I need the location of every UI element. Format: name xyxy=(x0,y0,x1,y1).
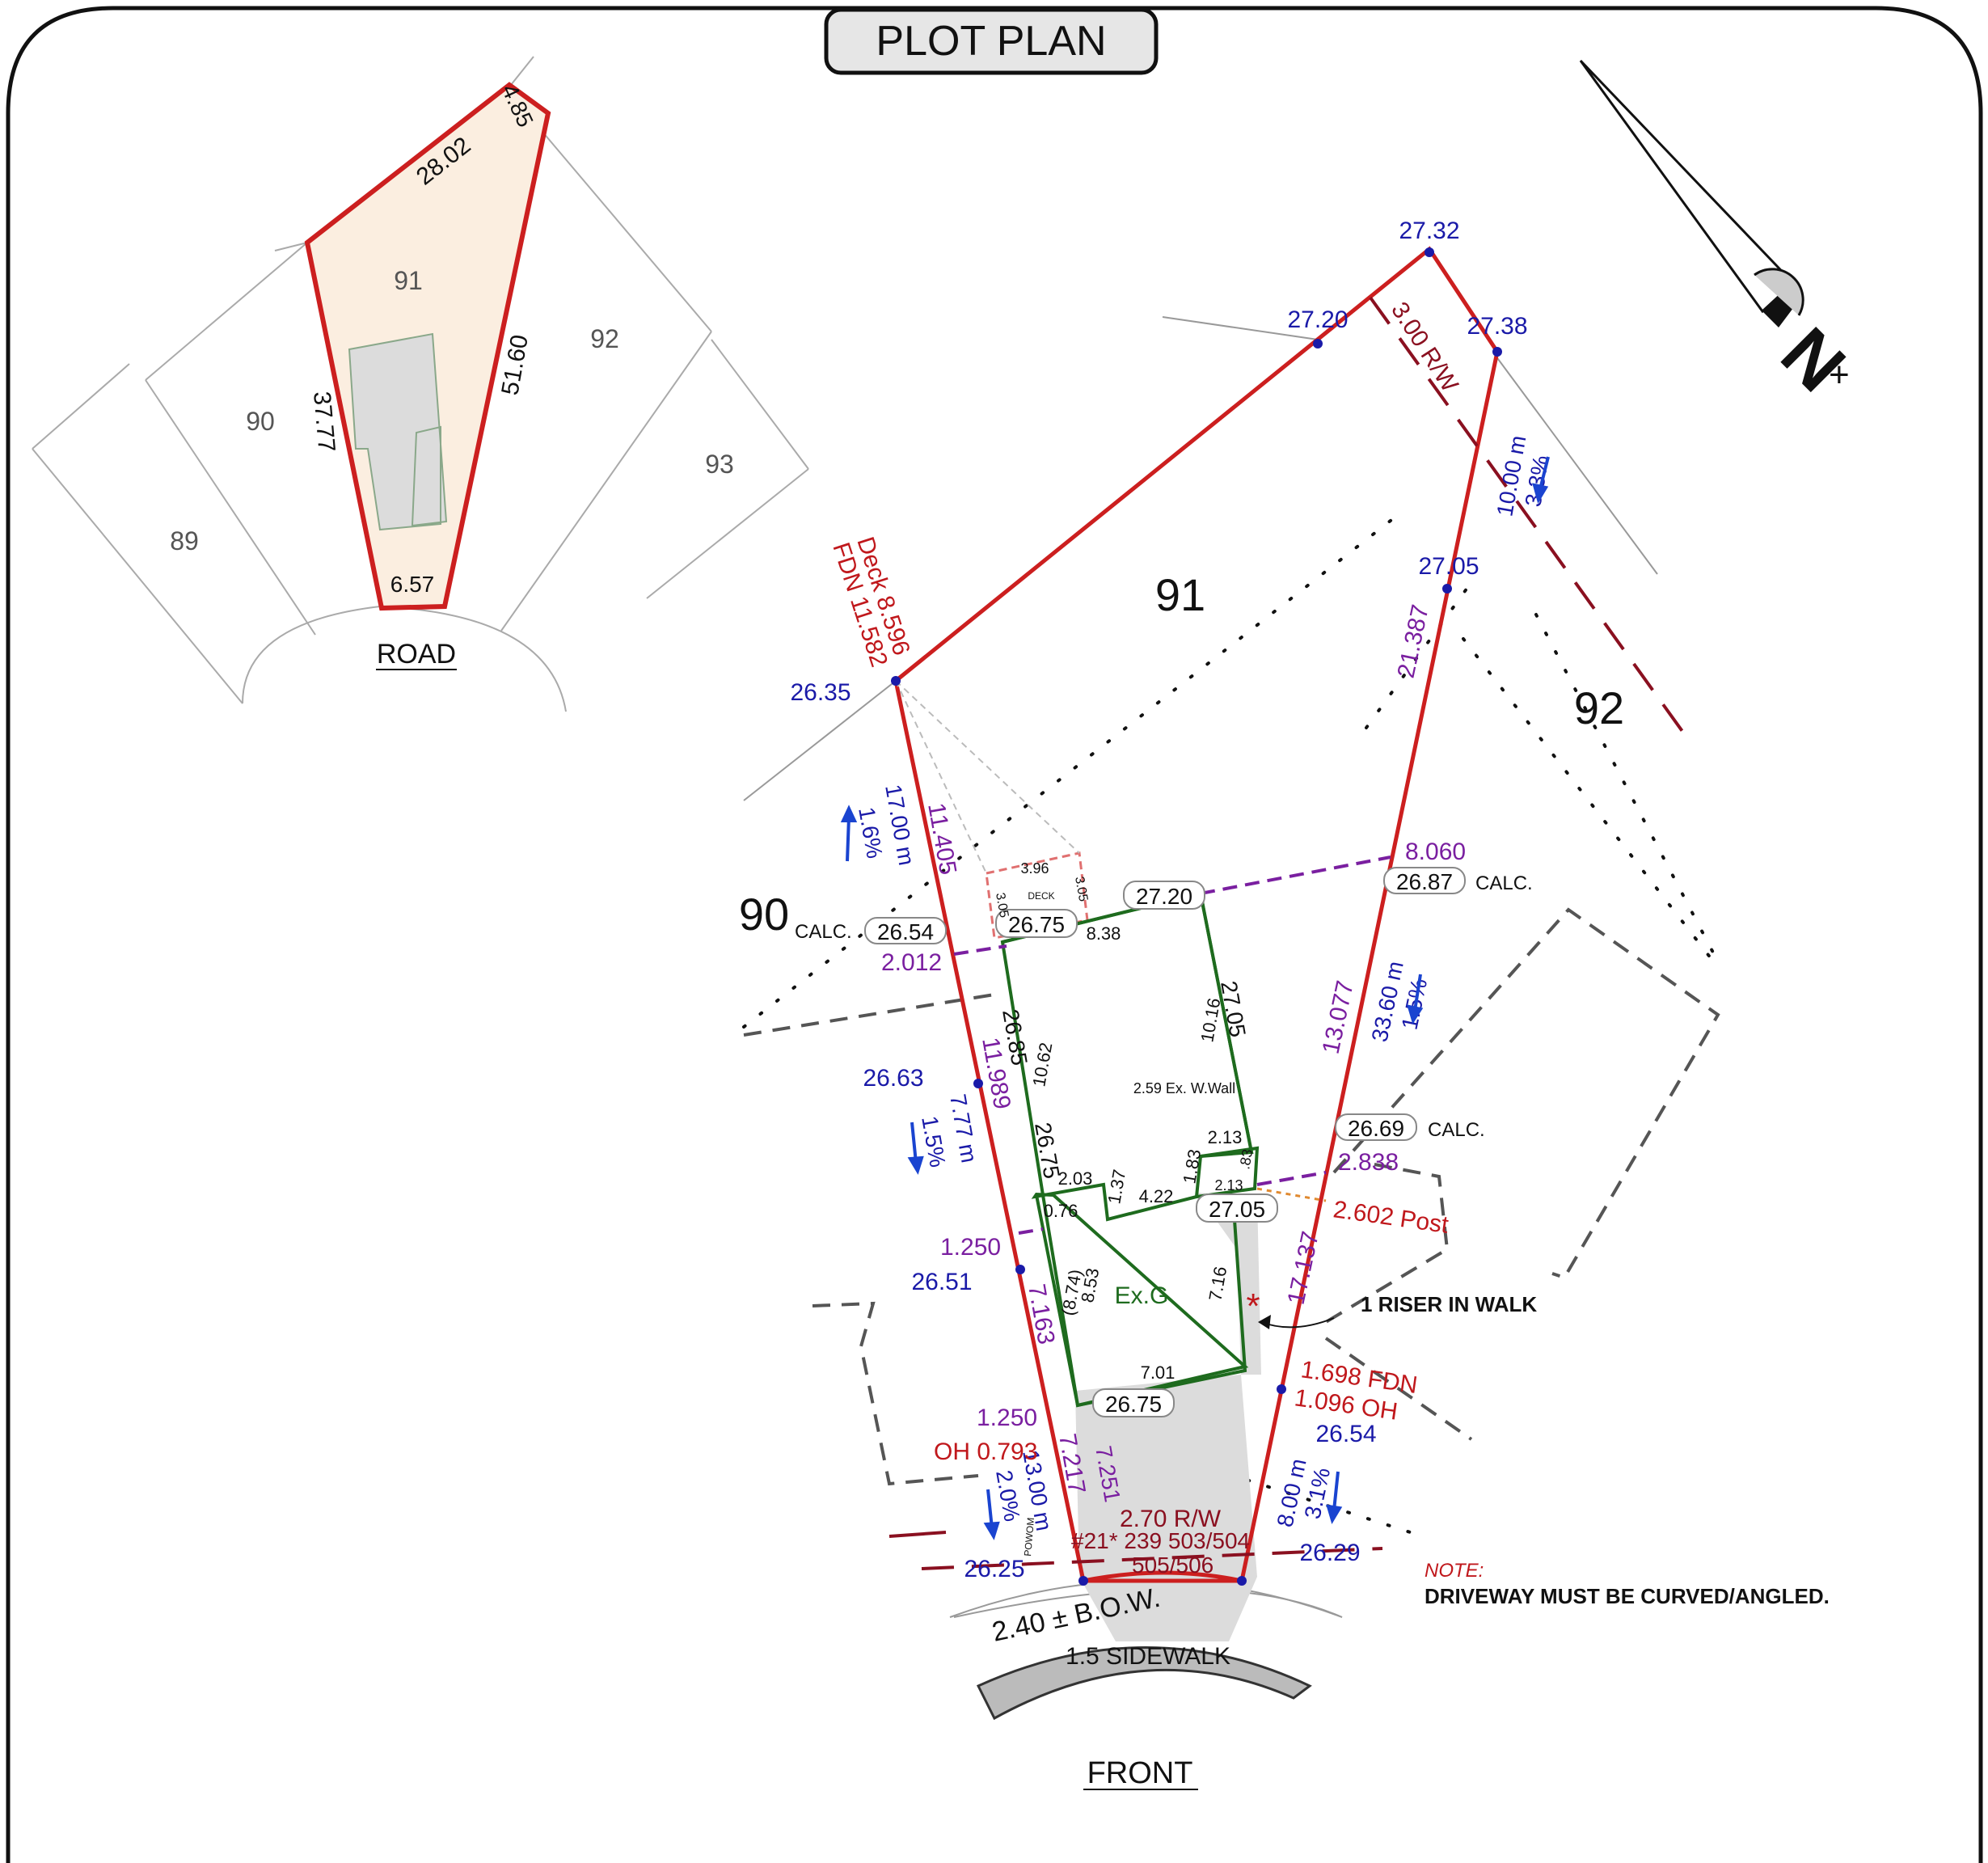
sidewalk xyxy=(976,1646,1312,1721)
walkway xyxy=(1197,1193,1261,1375)
key-map: 28.02 4.85 51.60 37.77 6.57 91 90 92 93 … xyxy=(32,56,809,712)
deck-elev: 26.75 xyxy=(1008,912,1065,937)
key-map-lot-93-label: 93 xyxy=(705,450,734,479)
dim-183: 1.83 xyxy=(1179,1147,1205,1185)
dim-1062: 10.62 xyxy=(1028,1041,1056,1088)
post-distance-note: 2.602 Post xyxy=(1332,1196,1450,1239)
dim-716: 7.16 xyxy=(1205,1265,1230,1303)
key-map-house xyxy=(348,332,448,531)
key-map-lot-89-label: 89 xyxy=(170,526,199,556)
riser-note: 1 RISER IN WALK xyxy=(1361,1292,1537,1316)
elev-2720: 27.20 xyxy=(1287,306,1348,333)
elev-2663: 26.63 xyxy=(863,1065,923,1092)
lot-91-label: 91 xyxy=(1155,569,1205,620)
dim-701: 7.01 xyxy=(1141,1362,1175,1383)
dim-838: 8.38 xyxy=(1087,923,1121,944)
calc-label-right-top: CALC. xyxy=(1475,872,1533,894)
calc-label-right-mid: CALC. xyxy=(1428,1119,1485,1141)
key-map-road-label: ROAD xyxy=(377,639,456,670)
calc-elev-2669: 26.69 xyxy=(1348,1116,1404,1141)
note-title: NOTE: xyxy=(1425,1560,1484,1582)
calc-elev-2654: 26.54 xyxy=(877,919,934,944)
garage-label: Ex.G xyxy=(1115,1282,1169,1309)
setback-1250a: 1.250 xyxy=(940,1234,1001,1261)
deck-dim-396: 3.96 xyxy=(1020,860,1049,877)
key-map-dim-3777: 37.77 xyxy=(308,391,340,454)
dim-083: .83 xyxy=(1236,1148,1256,1171)
setback-2012: 2.012 xyxy=(881,949,942,976)
setback-1250b: 1.250 xyxy=(977,1405,1037,1431)
north-arrow-icon: N + xyxy=(1579,59,1860,408)
slope-left-mid-len: 7.77 m xyxy=(945,1092,981,1165)
survey-points xyxy=(891,247,1502,1586)
deck-label: DECK xyxy=(1028,890,1054,902)
slope-left-bot-pct: 2.0% xyxy=(991,1468,1025,1523)
calc-elev-2687: 26.87 xyxy=(1396,869,1453,894)
lot-92-label: 92 xyxy=(1574,682,1624,733)
page-title: PLOT PLAN xyxy=(876,18,1106,65)
riser-mark-icon: * xyxy=(1246,1286,1260,1326)
setback-17137: 17.137 xyxy=(1283,1229,1324,1307)
key-map-lot-90-label: 90 xyxy=(246,407,275,436)
key-map-lot-91-label: 91 xyxy=(394,266,423,295)
oh-distance-note-2: OH 0.793 xyxy=(934,1438,1037,1465)
front-label: FRONT xyxy=(1087,1756,1193,1790)
dim-1016: 10.16 xyxy=(1197,996,1224,1044)
elev-2625: 26.25 xyxy=(964,1556,1024,1582)
lot-boundary xyxy=(893,246,1500,1583)
deck-dim-305b: 3.05 xyxy=(1072,876,1090,903)
elev-2732: 27.32 xyxy=(1399,218,1459,244)
garage-elev: 26.75 xyxy=(1105,1392,1162,1417)
sidewalk-label: 1.5 SIDEWALK xyxy=(1066,1643,1230,1670)
step-elev: 27.05 xyxy=(1209,1197,1265,1222)
dim-213b: 2.13 xyxy=(1214,1177,1243,1193)
dim-422: 4.22 xyxy=(1139,1186,1174,1206)
setback-8060: 8.060 xyxy=(1405,839,1466,865)
front-row-label: 2.70 R/W xyxy=(1120,1506,1222,1532)
calc-label-left: CALC. xyxy=(795,921,852,943)
rear-row-label: 3.00 R/W xyxy=(1386,298,1463,397)
wall-note: 2.59 Ex. W.Wall xyxy=(1133,1080,1235,1096)
house-top-elev: 27.20 xyxy=(1136,884,1192,909)
deck-dim-305a: 3.05 xyxy=(993,892,1011,919)
plan-number-2: 505/506 xyxy=(1132,1552,1213,1578)
elev-2629: 26.29 xyxy=(1299,1540,1360,1566)
mow-label: POWOM xyxy=(1022,1517,1036,1557)
elev-2651: 26.51 xyxy=(911,1269,972,1295)
dim-203: 2.03 xyxy=(1058,1168,1093,1189)
key-map-dim-657: 6.57 xyxy=(390,572,435,597)
title-box: PLOT PLAN xyxy=(824,7,1159,75)
elev-2654: 26.54 xyxy=(1315,1421,1376,1447)
elev-2705: 27.05 xyxy=(1418,553,1479,580)
elev-2635: 26.35 xyxy=(790,679,850,706)
dim-137: 1.37 xyxy=(1104,1168,1129,1206)
slope-left-top-pct: 1.6% xyxy=(854,805,888,860)
elev-2738: 27.38 xyxy=(1467,313,1527,340)
lot-90-label: 90 xyxy=(739,889,789,940)
dim-076: 0.76 xyxy=(1044,1201,1078,1221)
key-map-lot-92-label: 92 xyxy=(590,324,619,353)
plan-number: #21* 239 503/504 xyxy=(1071,1528,1250,1553)
note-text: DRIVEWAY MUST BE CURVED/ANGLED. xyxy=(1425,1584,1830,1608)
dim-213a: 2.13 xyxy=(1208,1127,1243,1147)
setback-2838: 2.838 xyxy=(1338,1149,1399,1176)
svg-text:+: + xyxy=(1829,355,1850,395)
